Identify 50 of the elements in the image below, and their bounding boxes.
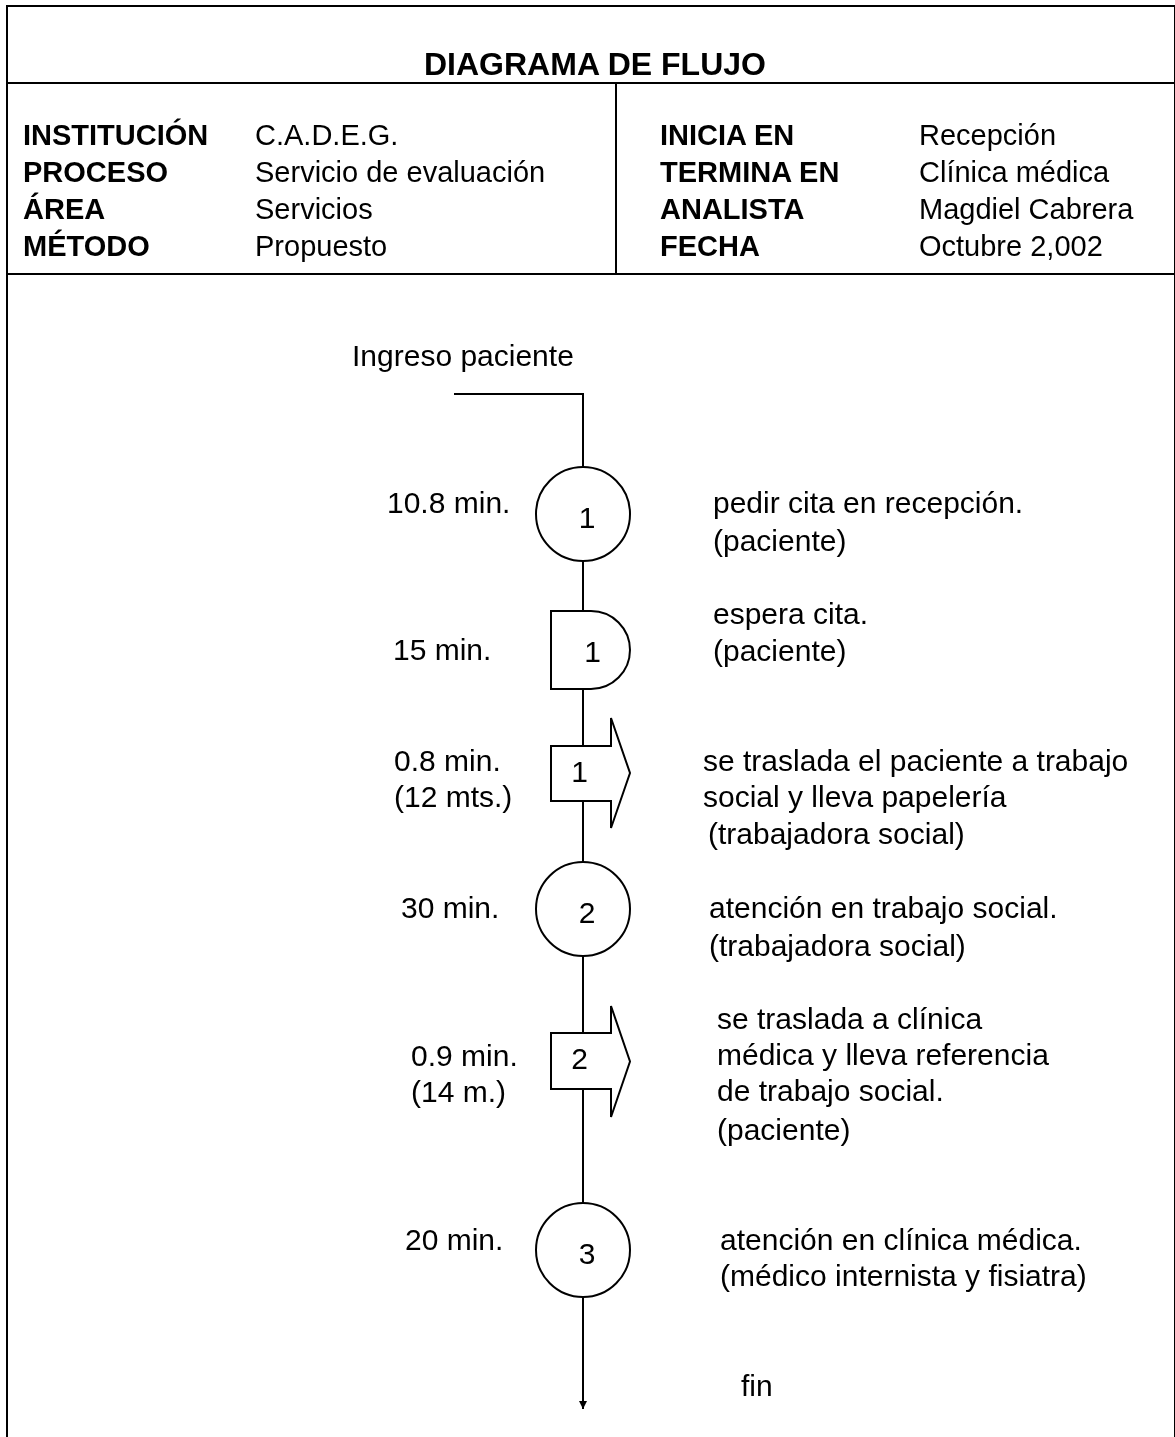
- flow-line: [582, 956, 584, 1034]
- field-label: INSTITUCIÓN: [23, 117, 209, 153]
- flow-line: [582, 689, 584, 747]
- field-label: INICIA EN: [660, 118, 795, 153]
- duration-label: 20 min.: [405, 1222, 504, 1258]
- actor-label: (trabajadora social): [708, 816, 965, 852]
- diagram-title: DIAGRAMA DE FLUJO: [424, 45, 766, 83]
- step-description: se traslada a clínica médica y lleva referencia de trabajo social.: [717, 1001, 1050, 1109]
- step-description: espera cita.: [713, 596, 869, 632]
- field-label: FECHA: [660, 229, 760, 264]
- actor-label: (trabajadora social): [709, 928, 966, 964]
- field-label: ANALISTA: [660, 192, 805, 227]
- field-label: TERMINA EN: [660, 155, 840, 190]
- actor-label: (médico internista y fisiatra): [720, 1258, 1087, 1294]
- duration-label: 30 min.: [401, 890, 500, 926]
- operation-circle: 2: [535, 861, 631, 957]
- operation-circle: 3: [535, 1202, 631, 1298]
- delay-symbol: 1: [550, 610, 631, 690]
- flow-arrow: [579, 1297, 587, 1410]
- duration-label: 0.8 min. (12 mts.): [394, 743, 514, 815]
- field-value: Clínica médica: [919, 155, 1110, 190]
- actor-label: (paciente): [713, 633, 847, 669]
- field-value: Servicio de evaluación: [255, 155, 546, 190]
- step-description: atención en trabajo social.: [709, 890, 1058, 926]
- step-description: pedir cita en recepción.: [713, 485, 1024, 521]
- flow-line: [582, 1088, 584, 1203]
- step-description: se traslada el paciente a trabajo social y lleva papelería: [703, 743, 1130, 815]
- duration-label: 10.8 min.: [387, 485, 511, 521]
- operation-circle: 1: [535, 466, 631, 562]
- flow-line: [453, 393, 584, 467]
- field-value: Propuesto: [255, 229, 388, 264]
- field-label: PROCESO: [23, 155, 169, 190]
- flow-line: [582, 800, 584, 862]
- field-value: Servicios: [255, 192, 373, 227]
- field-label: ÁREA: [23, 191, 106, 227]
- duration-label: 0.9 min. (14 m.): [411, 1038, 519, 1110]
- field-value: Octubre 2,002: [919, 229, 1103, 264]
- flow-line: [582, 561, 584, 611]
- actor-label: (paciente): [713, 523, 847, 559]
- duration-label: 15 min.: [393, 632, 492, 668]
- actor-label: (paciente): [717, 1112, 851, 1148]
- end-label: fin: [741, 1368, 773, 1404]
- field-value: C.A.D.E.G.: [255, 118, 399, 153]
- field-value: Recepción: [919, 118, 1057, 153]
- field-label: MÉTODO: [23, 228, 150, 264]
- transport-symbol: 1: [550, 717, 631, 829]
- step-description: atención en clínica médica.: [720, 1222, 1082, 1258]
- start-label: Ingreso paciente: [352, 338, 592, 394]
- transport-symbol: 2: [550, 1005, 631, 1118]
- field-value: Magdiel Cabrera: [919, 192, 1134, 227]
